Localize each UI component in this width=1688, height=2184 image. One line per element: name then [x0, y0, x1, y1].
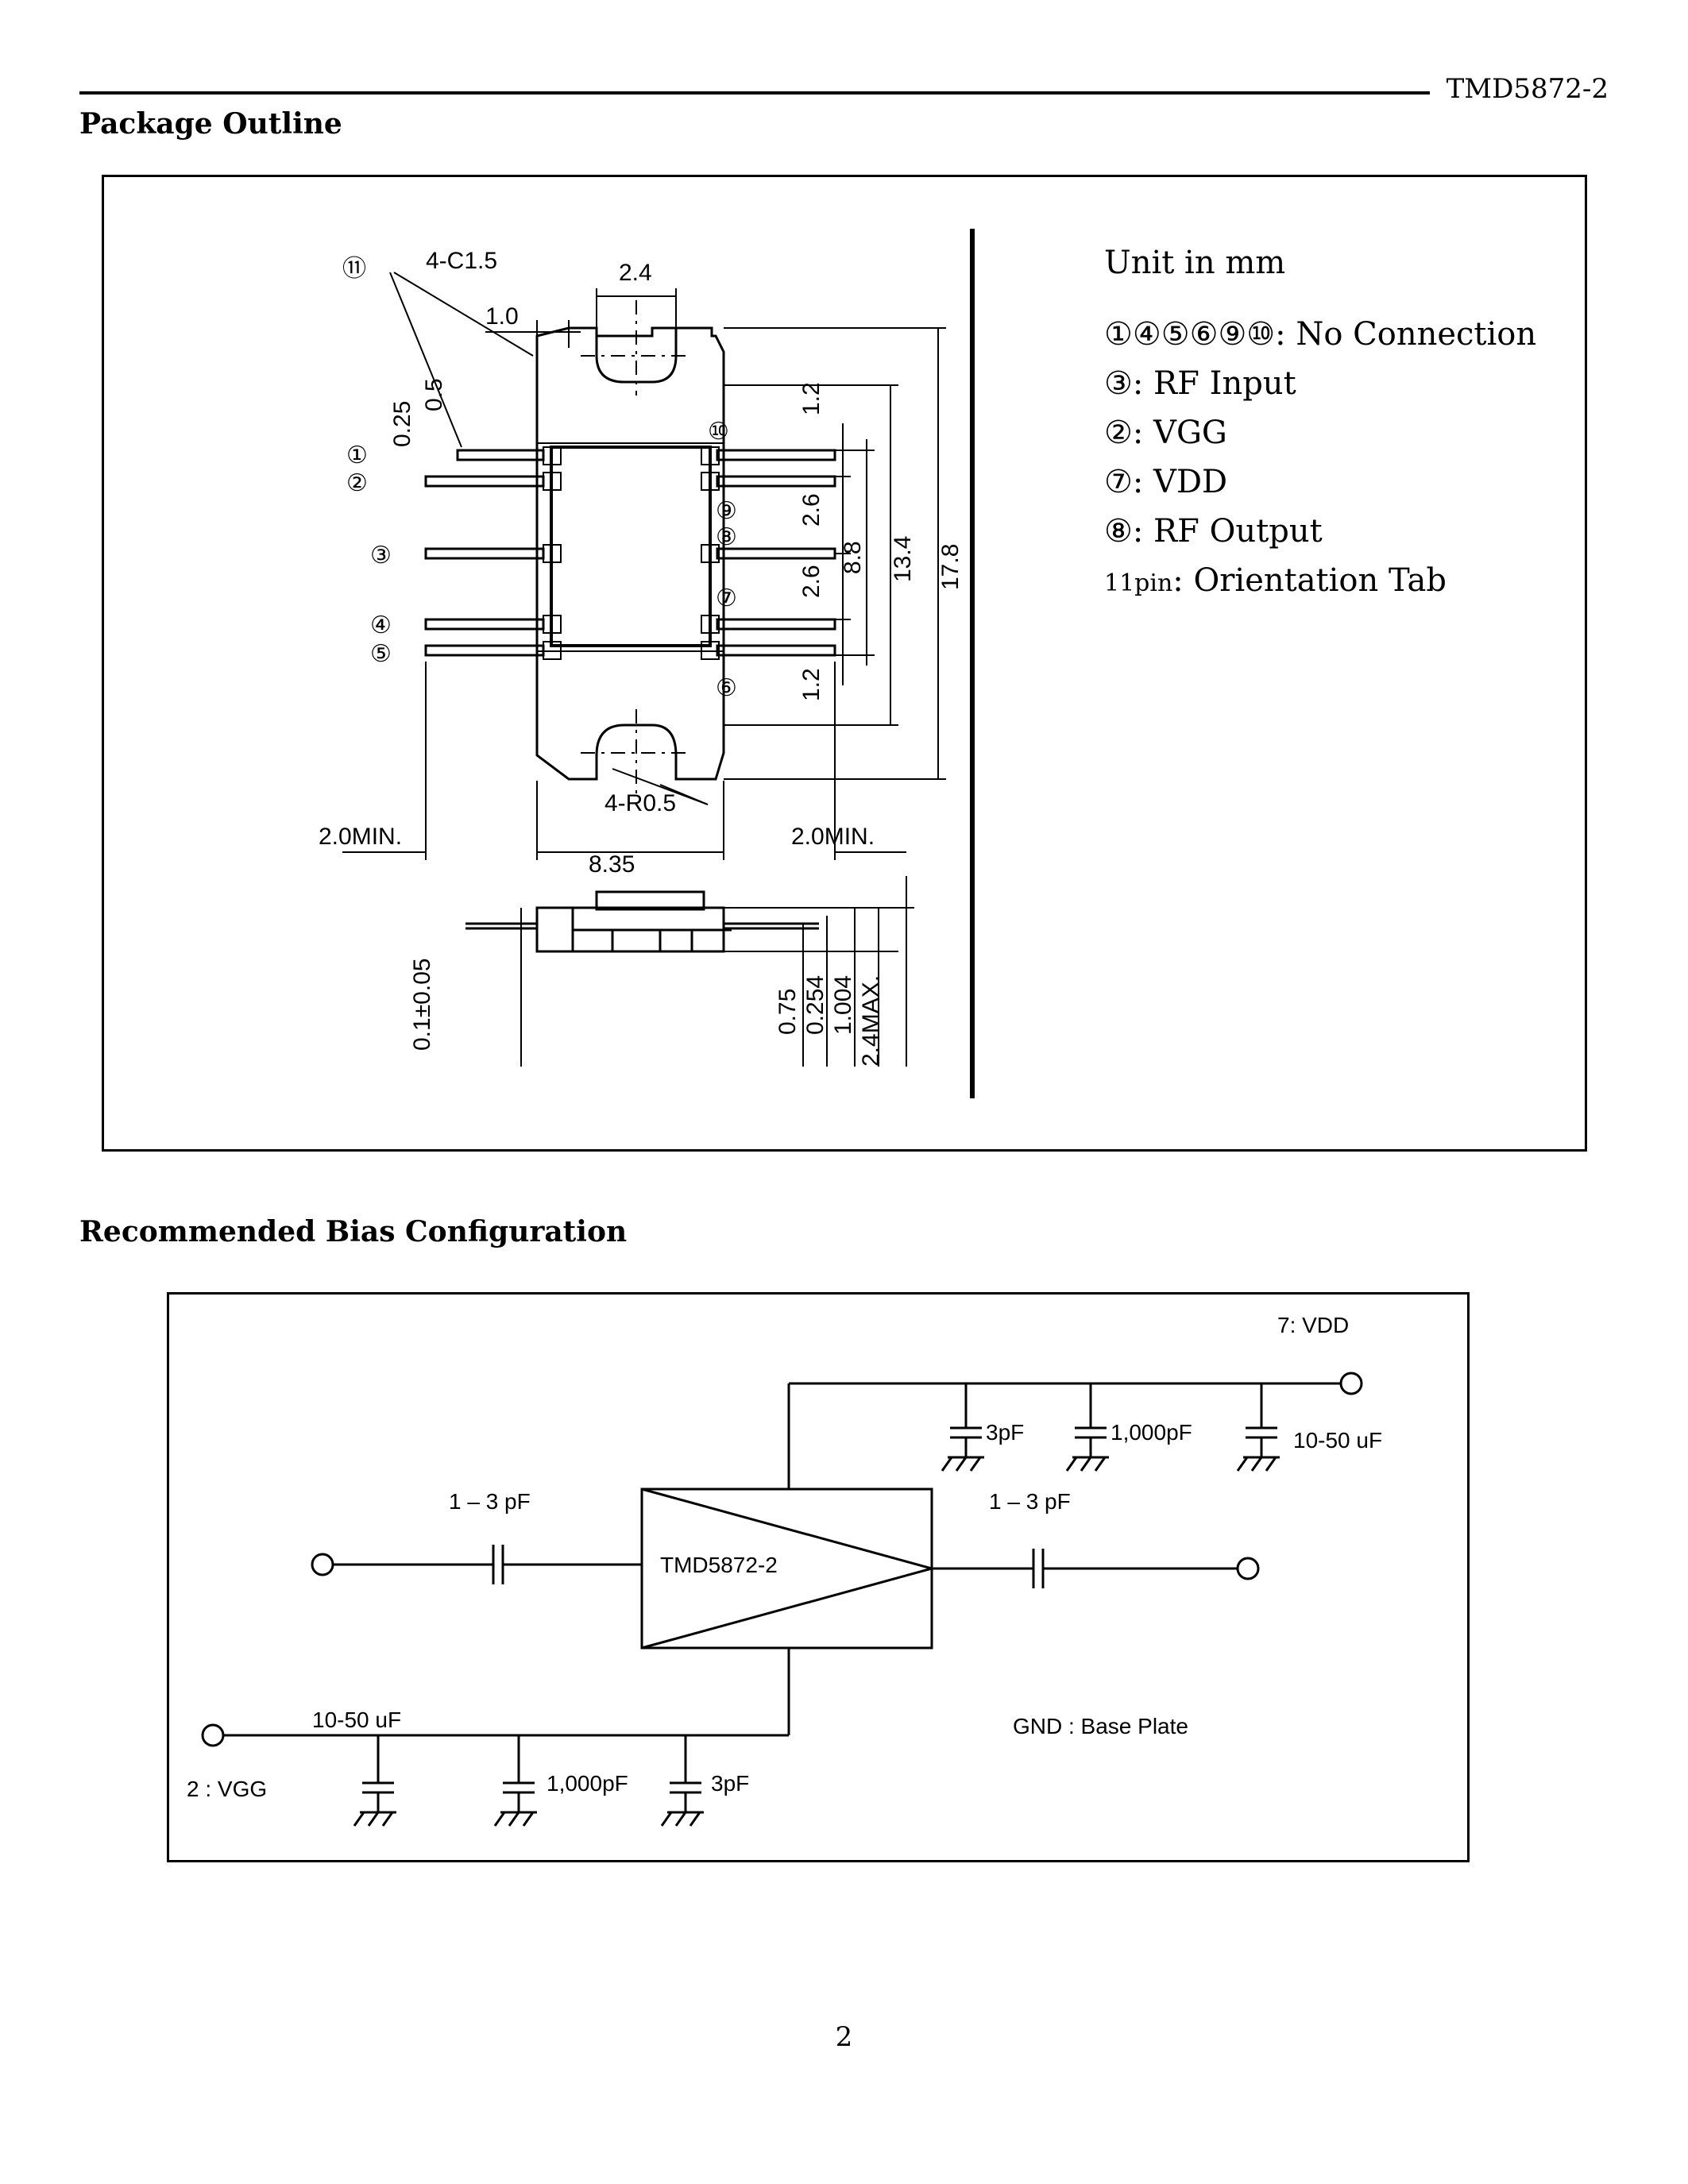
vgg-terminal: [201, 1723, 225, 1747]
vgg-cap-3: [660, 1735, 704, 1827]
dim-lead-thickness: 0.1±0.05: [409, 958, 435, 1051]
package-outline-frame: 4-C1.5 2.4 1.0 8.35 2.0MIN. 2.0MIN. 4-R0…: [102, 175, 1587, 1152]
pin-8-label: ⑧: [716, 524, 737, 550]
pin-10-label: ⑩: [708, 419, 729, 445]
pin-legend: Unit in mm ①④⑤⑥⑨⑩: No Connection ③: RF I…: [1104, 238, 1536, 608]
dim-h2: 0.254: [802, 975, 829, 1035]
pin-1-label: ①: [346, 442, 368, 469]
pin-6-label: ⑥: [716, 675, 737, 701]
vdd-cap-1-value: 3pF: [986, 1420, 1024, 1445]
dim-lead-left: 2.0MIN.: [319, 824, 402, 850]
side-view: [465, 890, 819, 953]
package-outline-title: Package Outline: [79, 107, 342, 141]
dim-body-width: 8.35: [589, 851, 635, 878]
vgg-cap-2-value: 1,000pF: [547, 1771, 628, 1796]
pin-9-label: ⑨: [716, 498, 737, 524]
dim-total-height: 17.8: [937, 544, 964, 590]
dim-radius: 4-R0.5: [605, 790, 676, 816]
legend-row: ②: VGG: [1104, 415, 1227, 451]
dim-tab-offset: 1.0: [485, 303, 519, 330]
dim-pitch-b: 2.6: [798, 565, 825, 598]
dim-pin-top: 1.2: [798, 382, 825, 415]
pin-3-label: ③: [370, 542, 392, 569]
vdd-cap-3-value: 10-50 uF: [1293, 1428, 1382, 1453]
vgg-cap-1: [353, 1735, 396, 1827]
dim-orient-tab-height: 0.25: [389, 401, 415, 447]
top-notch: [595, 328, 678, 384]
flange-outline: [535, 326, 725, 781]
vdd-terminal: [1339, 1372, 1363, 1395]
document-id: TMD5872-2: [1446, 73, 1609, 105]
die-body: [550, 446, 712, 647]
dim-pin-bottom: 1.2: [798, 668, 825, 701]
legend-row: ⑧: RF Output: [1104, 513, 1323, 550]
vdd-cap-2: [1065, 1383, 1109, 1472]
dim-chamfer: 4-C1.5: [426, 248, 497, 274]
dim-pitch-a: 2.6: [798, 493, 825, 527]
vdd-cap-1: [941, 1383, 984, 1472]
left-pins: [424, 449, 545, 657]
page-number: 2: [835, 2021, 853, 2053]
legend-11pin: 11pin: [1104, 569, 1173, 597]
bias-circuit-frame: 7: VDD 3pF 1,000pF 10-50 uF 1 – 3 pF 1 –…: [167, 1292, 1470, 1862]
vgg-cap-3-value: 3pF: [711, 1771, 749, 1796]
legend-row: ③: RF Input: [1104, 365, 1296, 402]
dim-body-height: 13.4: [890, 536, 916, 582]
dim-h3: 1.004: [830, 975, 856, 1035]
rf-output-terminal: [1236, 1557, 1260, 1580]
legend-row: ①④⑤⑥⑨⑩: No Connection: [1104, 316, 1537, 353]
pin-11-label: ⑪: [342, 256, 366, 282]
package-drawing: 4-C1.5 2.4 1.0 8.35 2.0MIN. 2.0MIN. 4-R0…: [319, 229, 975, 1098]
bias-schematic: 7: VDD 3pF 1,000pF 10-50 uF 1 – 3 pF 1 –…: [187, 1313, 1382, 1827]
device-label: TMD5872-2: [660, 1553, 778, 1577]
dim-orient-tab-width: 0.5: [421, 378, 447, 411]
vgg-label: 2 : VGG: [187, 1777, 267, 1801]
rf-input-terminal: [311, 1553, 334, 1576]
pin-5-label: ⑤: [370, 641, 392, 667]
pin-2-label: ②: [346, 470, 368, 496]
bias-config-title: Recommended Bias Configuration: [79, 1215, 628, 1248]
output-cap-value: 1 – 3 pF: [989, 1489, 1071, 1514]
vgg-cap-2: [493, 1735, 537, 1827]
dim-h1: 0.75: [774, 989, 801, 1035]
vdd-cap-2-value: 1,000pF: [1111, 1420, 1192, 1445]
pin-4-label: ④: [370, 612, 392, 639]
vdd-label: 7: VDD: [1277, 1313, 1349, 1337]
vgg-cap-top-value: 10-50 uF: [312, 1707, 401, 1732]
dim-hmax: 2.4MAX.: [858, 975, 884, 1067]
vdd-cap-3: [1236, 1383, 1280, 1472]
input-cap-value: 1 – 3 pF: [449, 1489, 531, 1514]
unit-note: Unit in mm: [1104, 245, 1286, 281]
pin-7-label: ⑦: [716, 585, 737, 612]
right-pins: [716, 449, 836, 657]
legend-row-orientation: 11pin: Orientation Tab: [1104, 556, 1536, 608]
header-rule: [79, 91, 1430, 95]
gnd-note: GND : Base Plate: [1013, 1714, 1188, 1738]
legend-orientation-text: : Orientation Tab: [1172, 562, 1447, 599]
dim-lead-right: 2.0MIN.: [791, 824, 875, 850]
legend-row: ⑦: VDD: [1104, 464, 1228, 500]
dim-tab-width: 2.4: [619, 260, 652, 286]
dim-pin-span: 8.8: [840, 541, 866, 574]
